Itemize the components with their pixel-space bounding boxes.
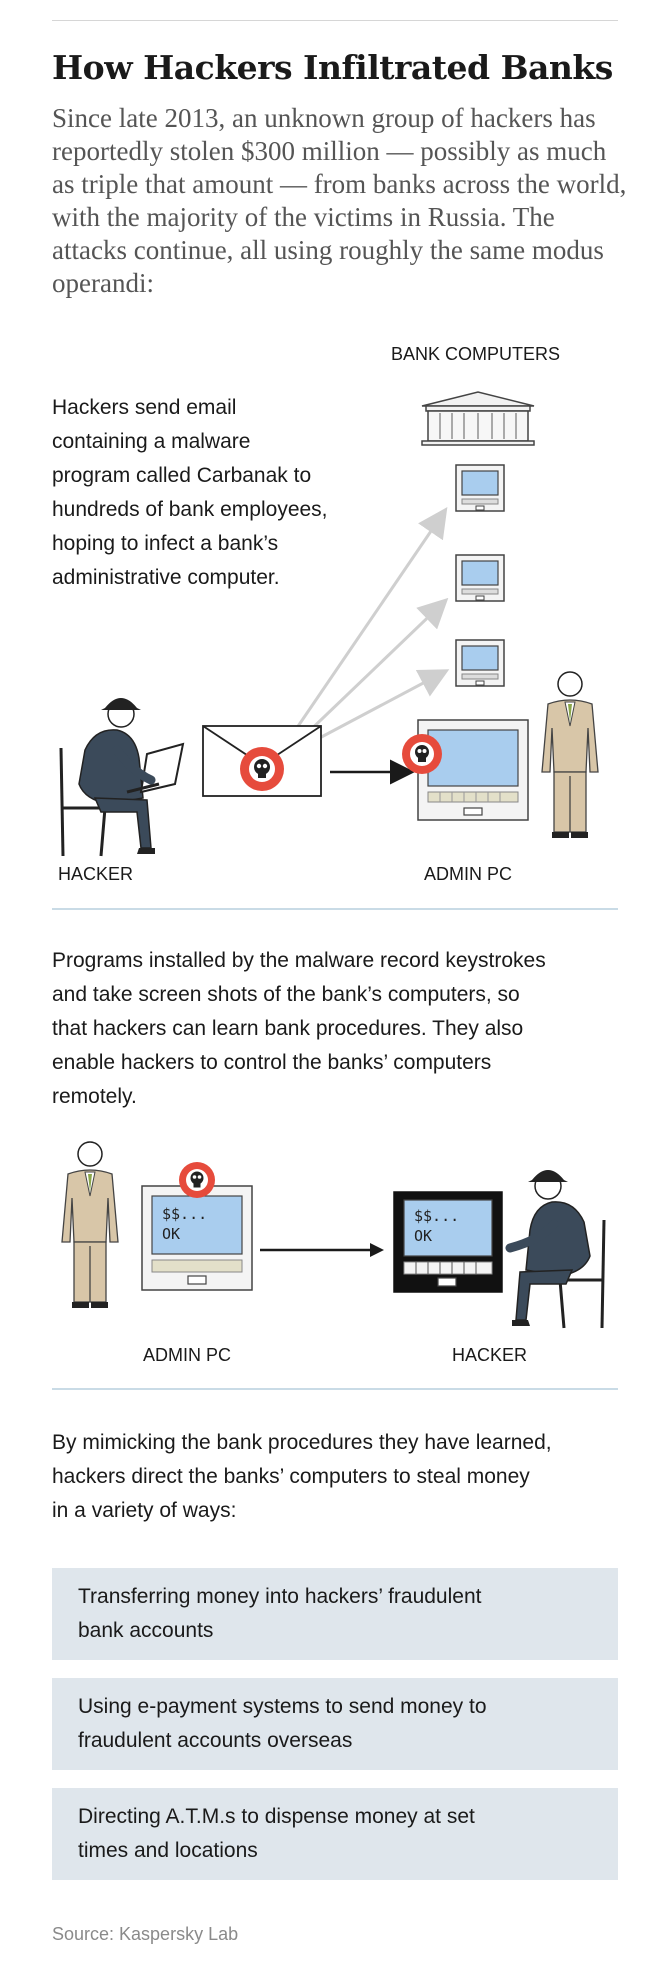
control-arrow (260, 1243, 384, 1257)
spread-arrows (288, 507, 450, 785)
method-box-2: Using e-payment systems to send money to… (52, 1678, 618, 1770)
hacker-pc-step2: $$... OK (392, 1190, 504, 1296)
bank-employee-icon (61, 1141, 119, 1308)
hacker-label-step2: HACKER (452, 1345, 528, 1365)
step1-text: Hackers send email containing a malware … (52, 396, 328, 589)
method-box-3: Directing A.T.M.s to dispense money at s… (52, 1788, 618, 1880)
hacker-figure-icon (505, 1170, 606, 1329)
divider-1 (52, 908, 618, 910)
bank-building-icon (421, 391, 535, 446)
bank-computers-label: BANK COMPUTERS (391, 344, 561, 364)
page-title: How Hackers Infiltrated Banks (52, 48, 613, 87)
computer-terminal-icon (141, 1162, 253, 1291)
admin-pc-icon (402, 719, 529, 821)
source-credit: Source: Kaspersky Lab (52, 1924, 239, 1944)
divider-2 (52, 1388, 618, 1390)
bank-computer-3-icon (455, 639, 505, 687)
bank-employee-icon (541, 671, 599, 838)
step2-text: Programs installed by the malware record… (52, 949, 546, 1108)
admin-screen-text: $$... OK (162, 1205, 208, 1243)
hacker-screen-text: $$... OK (414, 1207, 460, 1245)
admin-pc-step2: $$... OK (140, 1162, 254, 1294)
envelope-icon (202, 725, 322, 797)
top-divider (52, 20, 618, 21)
method-box-1: Transferring money into hackers’ fraudul… (52, 1568, 618, 1660)
bank-computer-2-icon (455, 554, 505, 602)
computer-terminal-icon (393, 1191, 503, 1293)
hacker-label-step1: HACKER (58, 864, 134, 884)
bank-computer-1-icon (455, 464, 505, 512)
intro-paragraph: Since late 2013, an unknown group of hac… (52, 103, 627, 298)
step3-text: By mimicking the bank procedures they ha… (52, 1431, 552, 1522)
admin-pc-label-step2: ADMIN PC (143, 1345, 232, 1365)
admin-pc-label-step1: ADMIN PC (424, 864, 513, 884)
hacker-figure-icon (59, 698, 185, 857)
